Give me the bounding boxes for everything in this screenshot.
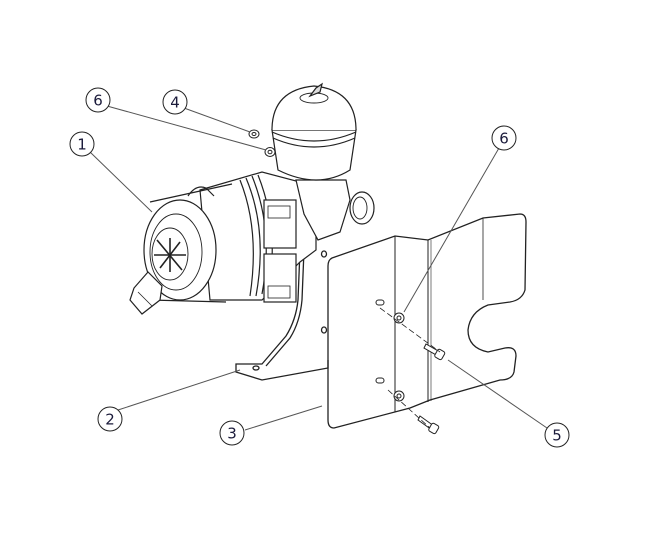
nut-part-4: [248, 129, 260, 139]
svg-text:6: 6: [93, 92, 103, 110]
washer-part-6-upper: [264, 147, 276, 157]
air-filter-housing: [129, 171, 317, 315]
callout-5[interactable]: 5: [544, 422, 570, 448]
svg-text:2: 2: [105, 411, 115, 429]
callout-6-right[interactable]: 6: [491, 125, 517, 151]
mounting-plate: [327, 213, 527, 429]
fasteners: [248, 129, 446, 435]
svg-text:5: 5: [552, 427, 562, 445]
svg-text:1: 1: [77, 136, 87, 154]
bolt-part-5: [417, 343, 446, 435]
svg-text:3: 3: [227, 425, 237, 443]
mounting-bracket: [235, 249, 329, 381]
callout-2[interactable]: 2: [97, 406, 123, 432]
svg-text:6: 6: [499, 130, 509, 148]
svg-text:4: 4: [170, 94, 180, 112]
callout-4[interactable]: 4: [162, 89, 188, 115]
callout-3[interactable]: 3: [219, 420, 245, 446]
pre-cleaner-bowl: [271, 82, 375, 241]
callout-1[interactable]: 1: [69, 131, 95, 157]
callouts: 1 2 3 4 5 6 6: [69, 87, 570, 448]
leader-lines: [89, 105, 548, 431]
callout-6-left[interactable]: 6: [85, 87, 111, 113]
